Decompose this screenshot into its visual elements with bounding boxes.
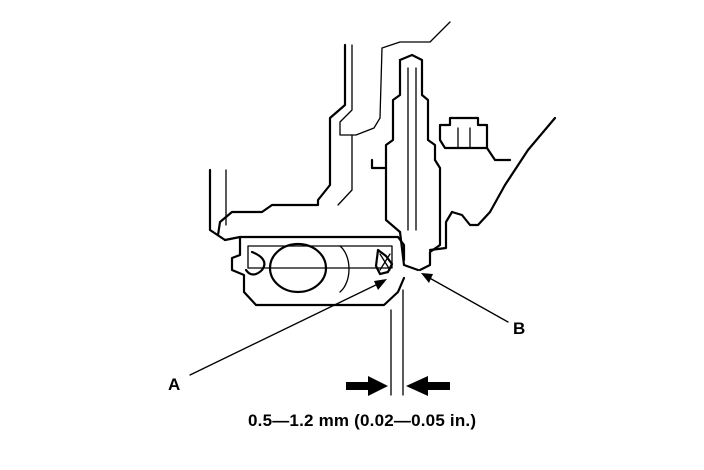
label-a: A: [168, 375, 181, 394]
bolt-head: [438, 116, 512, 162]
dimension-extensions: [390, 289, 404, 396]
right-bracket: [428, 116, 557, 252]
housing-casting: [208, 21, 451, 242]
bearing: [244, 242, 394, 294]
bearing-housing: [223, 235, 406, 307]
clearance-dimension: 0.5—1.2 mm (0.02—0.05 in.): [248, 411, 477, 430]
arrow-left-icon: [406, 376, 450, 396]
arrow-right-icon: [346, 376, 388, 396]
leader-a: [189, 279, 387, 376]
label-b: B: [513, 319, 526, 338]
leader-b: [421, 273, 509, 323]
